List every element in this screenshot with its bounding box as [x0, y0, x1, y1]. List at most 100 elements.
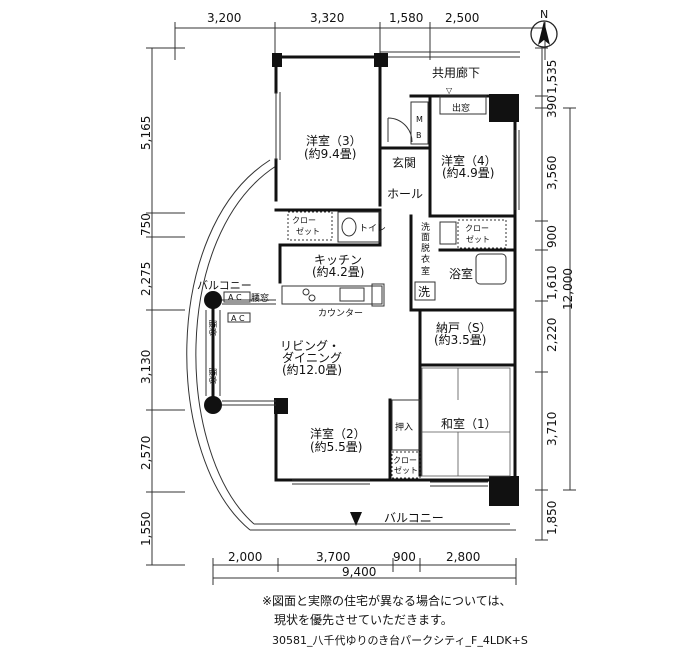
bedroom4-size: (約4.9畳)	[442, 165, 494, 180]
mb-m-label: M	[416, 115, 423, 124]
reference-code: 30581_八千代ゆりのき台パークシティ_F_4LDK+S	[272, 634, 528, 647]
dim-top-2: 3,320	[310, 11, 344, 25]
dim-left-1: 5,165	[139, 116, 153, 150]
corridor-rail	[380, 51, 520, 58]
ac-label-1: A C	[228, 293, 242, 302]
stove-burner-icon	[302, 288, 310, 296]
closet2-line1: クロー	[393, 456, 417, 465]
mb-box	[410, 101, 429, 145]
ac-label-2: A C	[231, 314, 245, 323]
dim-left-5: 2,570	[139, 436, 153, 470]
corridor-label: 共用廊下	[432, 65, 480, 80]
dim-left-4: 3,130	[139, 350, 153, 384]
disclaimer-line-1: ※図面と実際の住宅が異なる場合については、	[262, 594, 512, 608]
dim-bottom-1: 2,000	[228, 550, 262, 564]
washitsu-label: 和室（1）	[441, 416, 497, 431]
fridge-box	[371, 283, 385, 307]
column-circle-bottom	[204, 396, 222, 414]
balcony-bottom-label: バルコニー	[384, 511, 444, 525]
dim-bottom-2: 3,700	[316, 550, 350, 564]
kitchen-counter	[281, 285, 383, 305]
balcony-left-label: バルコニー	[197, 279, 252, 292]
dim-right-8: 3,710	[545, 412, 559, 446]
dim-top-4: 2,500	[445, 11, 479, 25]
compass-label: N	[540, 8, 548, 21]
bay-window-label: 出窓	[452, 102, 470, 114]
washroom-char-4: 衣	[421, 253, 430, 265]
washing-machine-label: 洗	[418, 285, 430, 299]
closet2-line2: ゼット	[394, 465, 418, 475]
living-name-2: ダイニング	[282, 350, 342, 365]
dim-left-3: 2,275	[139, 262, 153, 296]
washing-machine-box	[414, 281, 436, 301]
dim-right-5: 1,610	[545, 266, 559, 300]
dim-right-1: 1,535	[545, 60, 559, 94]
bay-window-arrow-icon: ▽	[446, 86, 453, 95]
mb-b-label: B	[416, 131, 422, 140]
ac-box-1	[223, 291, 251, 303]
living-name-1: リビング・	[280, 339, 340, 353]
waist-window-v2: 腰窓	[208, 368, 218, 384]
dim-right-6: 12,000	[561, 268, 575, 310]
waist-window-v1: 腰窓	[208, 320, 218, 336]
washroom-char-3: 脱	[421, 242, 430, 254]
dim-bottom-total: 9,400	[342, 565, 376, 579]
dim-right-9: 1,850	[545, 501, 559, 535]
compass-arrow-icon	[538, 21, 550, 45]
dim-right-4: 900	[545, 225, 559, 248]
closet4-line2: ゼット	[466, 234, 490, 244]
closets	[287, 211, 507, 479]
dim-left-6: 1,550	[139, 512, 153, 546]
stove-burner-icon-2	[308, 294, 316, 302]
bay-window	[439, 95, 487, 115]
counter-label: カウンター	[318, 308, 363, 319]
disclaimer-line-2: 現状を優先させていただきます。	[274, 613, 453, 627]
kitchen-sink-icon	[339, 287, 365, 302]
pillars	[272, 53, 519, 506]
washroom-char-5: 室	[421, 265, 430, 277]
washroom-char-2: 面	[421, 232, 430, 243]
closet4-line1: クロー	[465, 224, 489, 233]
washroom-char-1: 洗	[421, 221, 430, 233]
balcony-curve	[186, 159, 516, 531]
tatami-grid	[421, 367, 511, 477]
entrance-label: 玄関	[392, 155, 416, 170]
entrance-door	[387, 117, 413, 143]
living-size: (約12.0畳)	[282, 362, 342, 377]
sink-icon	[439, 221, 457, 245]
dim-bottom-4: 2,800	[446, 550, 480, 564]
windows	[205, 92, 520, 487]
kitchen-name: キッチン	[314, 253, 362, 267]
balcony-arrow-icon	[350, 512, 362, 526]
bathtub-icon	[475, 253, 507, 285]
north-compass: N	[530, 8, 558, 48]
ac-box-2	[227, 312, 251, 323]
dim-top-1: 3,200	[207, 11, 241, 25]
waist-window-label: 腰窓	[251, 292, 269, 304]
closet3-line2: ゼット	[296, 226, 320, 236]
kitchen-size: (約4.2畳)	[312, 264, 364, 279]
bedroom2-size: (約5.5畳)	[310, 439, 362, 454]
dim-right-7: 2,220	[545, 318, 559, 352]
toilet-room	[337, 211, 381, 243]
storage-size: (約3.5畳)	[434, 332, 486, 347]
dim-left-2: 750	[139, 213, 153, 236]
toilet-bowl-icon	[341, 217, 357, 237]
toilet-label: トイレ	[359, 224, 386, 234]
dim-bottom-3: 900	[393, 550, 416, 564]
bedroom3-name: 洋室（3）	[306, 133, 362, 148]
dim-top-3: 1,580	[389, 11, 423, 25]
hall-label: ホール	[387, 187, 423, 201]
disclaimer-note: ※図面と実際の住宅が異なる場合については、 現状を優先させていただきます。	[262, 592, 511, 630]
oshiire-label: 押入	[395, 421, 413, 433]
bedroom2-name: 洋室（2）	[310, 426, 366, 441]
column-circle-top	[204, 291, 222, 309]
dim-right-3: 3,560	[545, 156, 559, 190]
storage-name: 納戸（S）	[436, 321, 492, 335]
bedroom4-name: 洋室（4）	[441, 153, 497, 168]
dim-right-2: 390	[545, 95, 559, 118]
bedroom3-size: (約9.4畳)	[304, 146, 356, 161]
closet3-line1: クロー	[292, 216, 316, 225]
bathroom-label: 浴室	[449, 266, 473, 281]
